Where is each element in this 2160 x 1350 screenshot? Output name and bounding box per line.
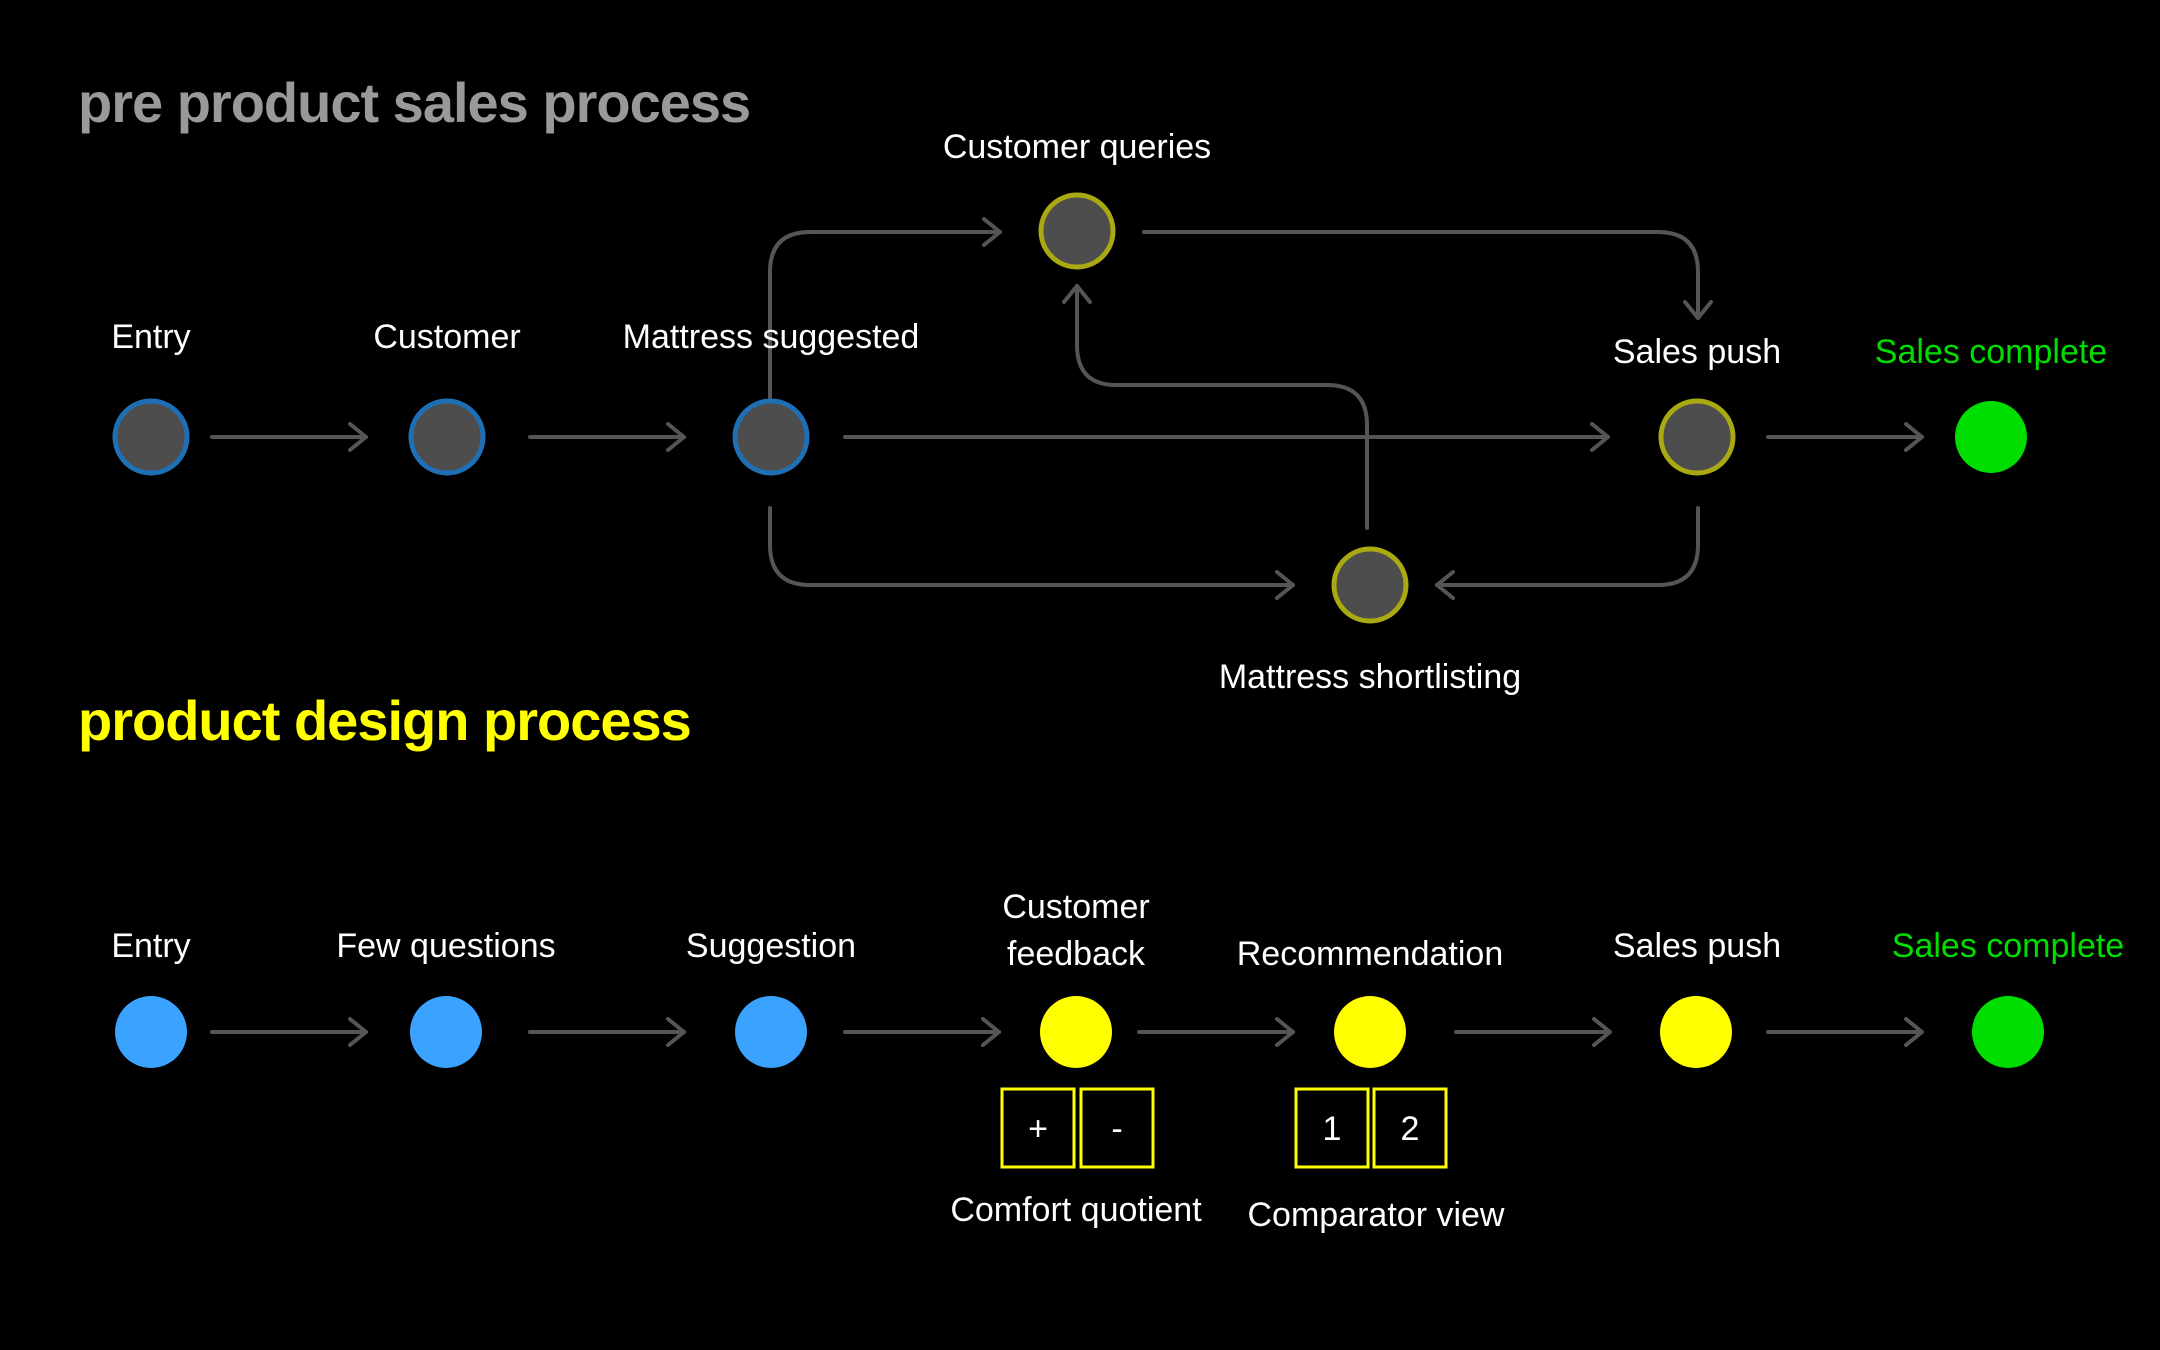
node-circle xyxy=(1660,996,1732,1068)
design-node-recommendation: Recommendation xyxy=(1237,935,1503,1068)
node-circle xyxy=(1658,398,1736,476)
node-circle xyxy=(1334,996,1406,1068)
node-circle xyxy=(410,996,482,1068)
comfort-quotient-label: Comfort quotient xyxy=(950,1191,1202,1229)
node-circle xyxy=(732,398,810,476)
pre-sales-title: pre product sales process xyxy=(78,71,750,134)
design-node-few-questions: Few questions xyxy=(336,927,556,1068)
node-circle xyxy=(1331,546,1409,624)
node-label: Mattress shortlisting xyxy=(1219,658,1521,696)
button-label: 2 xyxy=(1401,1110,1420,1148)
node-circle xyxy=(1040,996,1112,1068)
arrow-shortlisting-to-customer-queries xyxy=(1062,284,1369,530)
comfort-plus-button[interactable]: + xyxy=(1000,1087,1076,1169)
pre-sales-node-customer: Customer xyxy=(373,318,521,476)
design-node-entry: Entry xyxy=(111,927,191,1068)
pre-sales-node-sales-push: Sales push xyxy=(1613,333,1781,476)
design-title: product design process xyxy=(78,689,691,752)
node-label: Customer queries xyxy=(943,128,1211,166)
node-label: Entry xyxy=(111,318,190,356)
node-label: Mattress suggested xyxy=(623,318,920,356)
arrow-customer-queries-to-sales-push xyxy=(1142,230,1713,320)
node-circle xyxy=(1955,401,2027,473)
design-node-customer-feedback: Customer feedback xyxy=(1002,888,1150,1068)
node-circle xyxy=(408,398,486,476)
node-label: Entry xyxy=(111,927,190,965)
node-label: Sales complete xyxy=(1892,927,2124,965)
comparator-view-group: 1 2 Comparator view xyxy=(1248,1087,1505,1234)
node-circle xyxy=(1972,996,2044,1068)
node-label: Suggestion xyxy=(686,927,856,965)
node-label-line1: Customer xyxy=(1002,888,1149,926)
node-circle xyxy=(112,398,190,476)
arrow-mattress-suggested-to-customer-queries xyxy=(768,217,1002,400)
node-label: Sales push xyxy=(1613,927,1781,965)
node-label-line2: feedback xyxy=(1007,935,1146,973)
node-circle xyxy=(1038,192,1116,270)
pre-sales-node-customer-queries: Customer queries xyxy=(943,128,1211,270)
design-node-suggestion: Suggestion xyxy=(686,927,856,1068)
node-label: Sales push xyxy=(1613,333,1781,371)
node-label: Sales complete xyxy=(1875,333,2107,371)
pre-sales-node-entry: Entry xyxy=(111,318,191,476)
button-label: + xyxy=(1028,1110,1048,1148)
comparator-option-2-button[interactable]: 2 xyxy=(1372,1087,1448,1169)
arrow-sales-push-to-shortlisting xyxy=(1435,506,1700,600)
node-circle xyxy=(735,996,807,1068)
pre-sales-connectors xyxy=(210,217,1924,600)
pre-sales-node-mattress-shortlisting: Mattress shortlisting xyxy=(1219,546,1521,696)
comfort-quotient-group: + - Comfort quotient xyxy=(950,1087,1202,1229)
node-label: Recommendation xyxy=(1237,935,1503,973)
pre-sales-node-mattress-suggested: Mattress suggested xyxy=(623,318,920,476)
button-label: - xyxy=(1111,1110,1122,1148)
node-label: Few questions xyxy=(336,927,555,965)
comparator-view-label: Comparator view xyxy=(1248,1196,1505,1234)
arrow-mattress-suggested-to-shortlisting xyxy=(768,506,1295,600)
design-node-sales-complete: Sales complete xyxy=(1892,927,2124,1068)
design-node-sales-push: Sales push xyxy=(1613,927,1781,1068)
comparator-option-1-button[interactable]: 1 xyxy=(1294,1087,1370,1169)
node-label: Customer xyxy=(373,318,520,356)
comfort-minus-button[interactable]: - xyxy=(1079,1087,1155,1169)
pre-sales-node-sales-complete: Sales complete xyxy=(1875,333,2107,473)
node-circle xyxy=(115,996,187,1068)
button-label: 1 xyxy=(1323,1110,1342,1148)
